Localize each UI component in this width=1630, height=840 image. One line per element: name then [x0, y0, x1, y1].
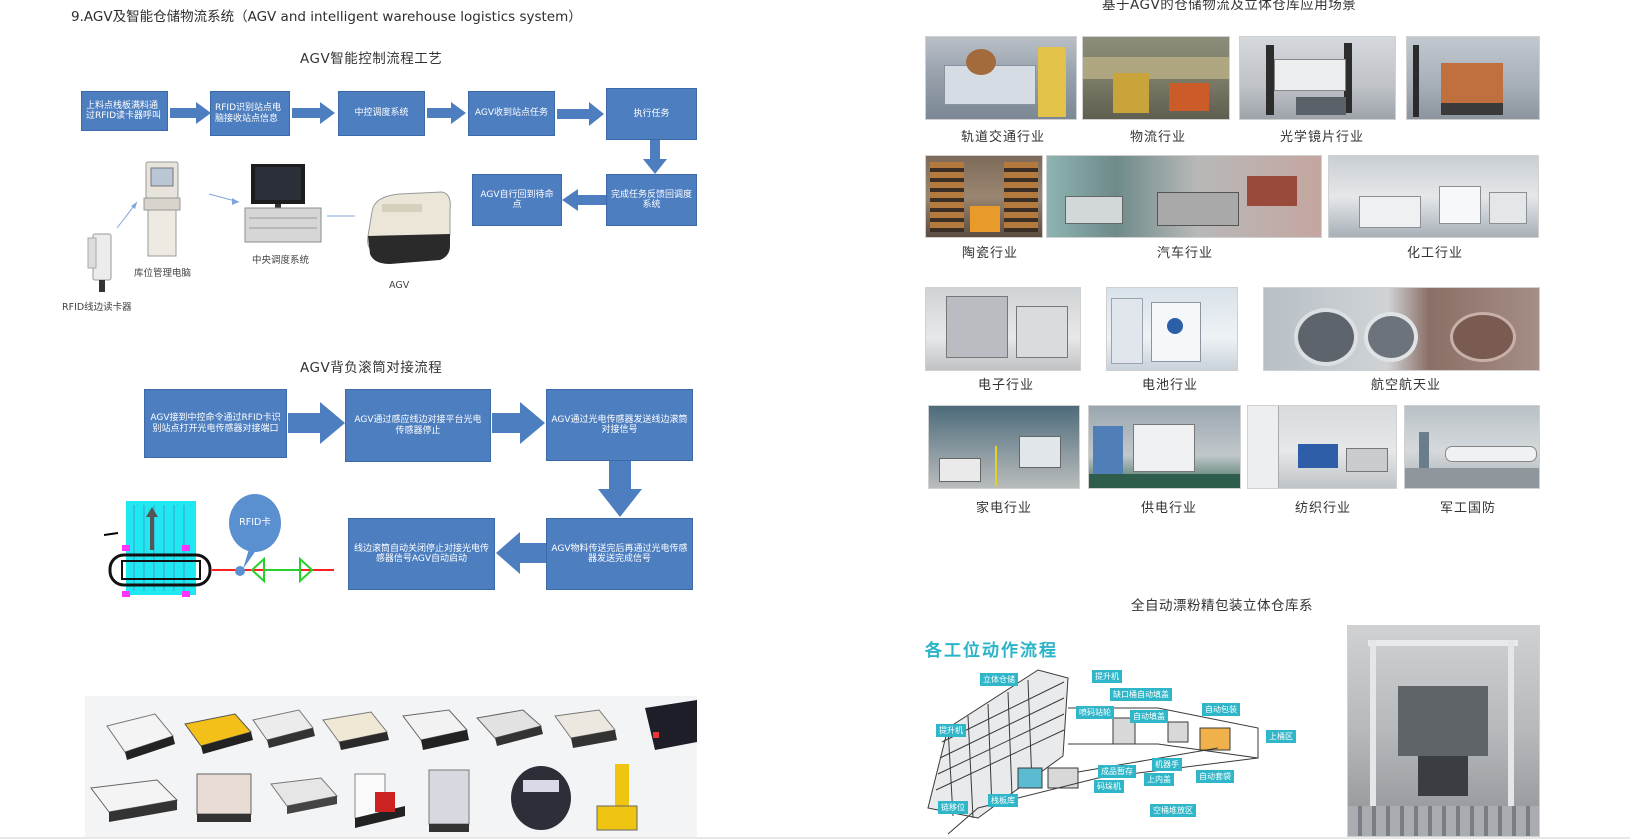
arrow-right-icon — [288, 402, 345, 444]
connector-lines — [116, 193, 355, 229]
right-top-title: 基于AGV的仓储物流及立体仓库应用场景 — [1102, 0, 1357, 13]
roller-box-1: AGV接到中控命令通过RFID卡识别站点打开光电传感器对接端口 — [144, 389, 287, 458]
arrow-right-icon — [492, 402, 545, 444]
central-computer-icon — [244, 164, 322, 243]
industry-label-optical: 光学镜片行业 — [1280, 130, 1365, 145]
flow-box-3: 中控调度系统 — [338, 91, 425, 136]
warehouse-machine-photo — [1347, 625, 1540, 837]
tag-3d-storage: 立体仓储 — [980, 673, 1018, 686]
tag-lift-1: 提升机 — [1092, 670, 1122, 683]
logistics-photo — [1082, 36, 1230, 120]
industry-label-power: 供电行业 — [1141, 501, 1198, 516]
flow-box-6: 完成任务反馈回调度系统 — [606, 174, 697, 226]
tag-inner-cap: 上内盖 — [1144, 773, 1174, 786]
section2-title: AGV背负滚筒对接流程 — [300, 360, 443, 376]
arrow-down-icon — [598, 461, 642, 517]
textile-photo — [1247, 405, 1397, 489]
arrow-right-icon — [557, 102, 604, 126]
industry-photo-4 — [1406, 36, 1540, 120]
roller-agv-schematic — [104, 501, 334, 597]
tag-empty-barrel: 空桶堆放区 — [1150, 804, 1196, 817]
right-bottom-title: 全自动漂粉精包装立体仓库系 — [1131, 598, 1313, 614]
tag-auto-pack: 自动包装 — [1202, 703, 1240, 716]
industry-label-appliance: 家电行业 — [976, 501, 1033, 516]
tag-palletizer: 码垛机 — [1094, 780, 1124, 793]
rail-transit-photo — [925, 36, 1077, 120]
flow-box-4: AGV收到站点任务 — [468, 91, 555, 136]
flow-box-5: 执行任务 — [606, 88, 697, 140]
roller-box-3: AGV通过光电传感器发送线边滚筒对接信号 — [546, 389, 693, 461]
industry-label-textile: 纺织行业 — [1295, 501, 1352, 516]
central-label: 中央调度系统 — [252, 255, 310, 266]
defense-photo — [1404, 405, 1540, 489]
ceramics-photo — [925, 155, 1043, 238]
tag-auto-bag: 自动套袋 — [1196, 770, 1234, 783]
arrow-left-icon — [562, 189, 606, 211]
electronics-photo — [925, 287, 1081, 371]
tag-lift-2: 提升机 — [936, 724, 966, 737]
industry-label-rail: 轨道交通行业 — [961, 130, 1046, 145]
storage-pc-icon — [143, 161, 181, 257]
optical-lens-photo — [1239, 36, 1396, 120]
industry-label-automotive: 汽车行业 — [1157, 246, 1214, 261]
roller-box-4: AGV物料传送完后再通过光电传感器发送完成信号 — [546, 518, 693, 590]
arrow-right-icon — [427, 102, 466, 124]
arrow-right-icon — [292, 102, 335, 124]
industry-label-chemical: 化工行业 — [1407, 246, 1464, 261]
station-flow-heading: 各工位动作流程 — [925, 641, 1058, 661]
appliance-photo — [928, 405, 1080, 489]
rfid-reader-label: RFID线边读卡器 — [62, 302, 132, 313]
industry-label-logistics: 物流行业 — [1130, 130, 1187, 145]
automotive-photo — [1046, 155, 1322, 238]
arrow-left-icon — [496, 532, 546, 574]
tag-finished-storage: 成品暂存 — [1098, 765, 1136, 778]
battery-photo — [1106, 287, 1238, 371]
warehouse-diagram — [927, 669, 1259, 835]
arrow-right-icon — [170, 102, 211, 124]
arrow-down-icon — [643, 140, 667, 174]
tag-loading-area: 上桶区 — [1266, 730, 1296, 743]
industry-label-aerospace: 航空航天业 — [1371, 378, 1442, 393]
industry-label-electronics: 电子行业 — [978, 378, 1035, 393]
agv-robot-icon — [367, 191, 451, 264]
tag-chain-transfer: 链移位 — [938, 801, 968, 814]
rfid-reader-icon — [87, 233, 112, 292]
storage-pc-label: 库位管理电脑 — [134, 268, 192, 279]
tag-pallet-store: 栈板库 — [988, 794, 1018, 807]
tag-robot: 机器手 — [1152, 758, 1182, 771]
aerospace-photo — [1263, 287, 1540, 371]
tag-auto-fill: 自动填盖 — [1130, 710, 1168, 723]
rfid-card-label: RFID卡 — [239, 517, 271, 528]
flow-box-2: RFID识别站点电脑接收站点信息 — [210, 91, 290, 136]
flow-box-7: AGV自行回到待命点 — [472, 174, 562, 226]
rfid-card-bubble — [229, 494, 281, 569]
industry-label-defense: 军工国防 — [1440, 501, 1497, 516]
tag-auto-cap: 缺口桶自动填盖 — [1110, 688, 1172, 701]
page-title: 9.AGV及智能仓储物流系统（AGV and intelligent wareh… — [71, 9, 582, 25]
tag-inkjet: 喷码站轮 — [1076, 706, 1114, 719]
agv-products-photo — [85, 696, 697, 838]
roller-box-5: 线边滚筒自动关闭停止对接光电传感器信号AGV自动启动 — [348, 518, 495, 590]
agv-label: AGV — [389, 280, 410, 291]
roller-box-2: AGV通过感应线边对接平台光电传感器停止 — [345, 389, 491, 462]
power-supply-photo — [1088, 405, 1241, 489]
industry-label-ceramics: 陶瓷行业 — [962, 246, 1019, 261]
section1-title: AGV智能控制流程工艺 — [300, 51, 443, 67]
industry-label-battery: 电池行业 — [1142, 378, 1199, 393]
chemical-photo — [1328, 155, 1539, 238]
flow-box-1: 上料点栈板满料通过RFID读卡器呼叫 — [81, 91, 168, 131]
page-divider — [0, 837, 1630, 839]
